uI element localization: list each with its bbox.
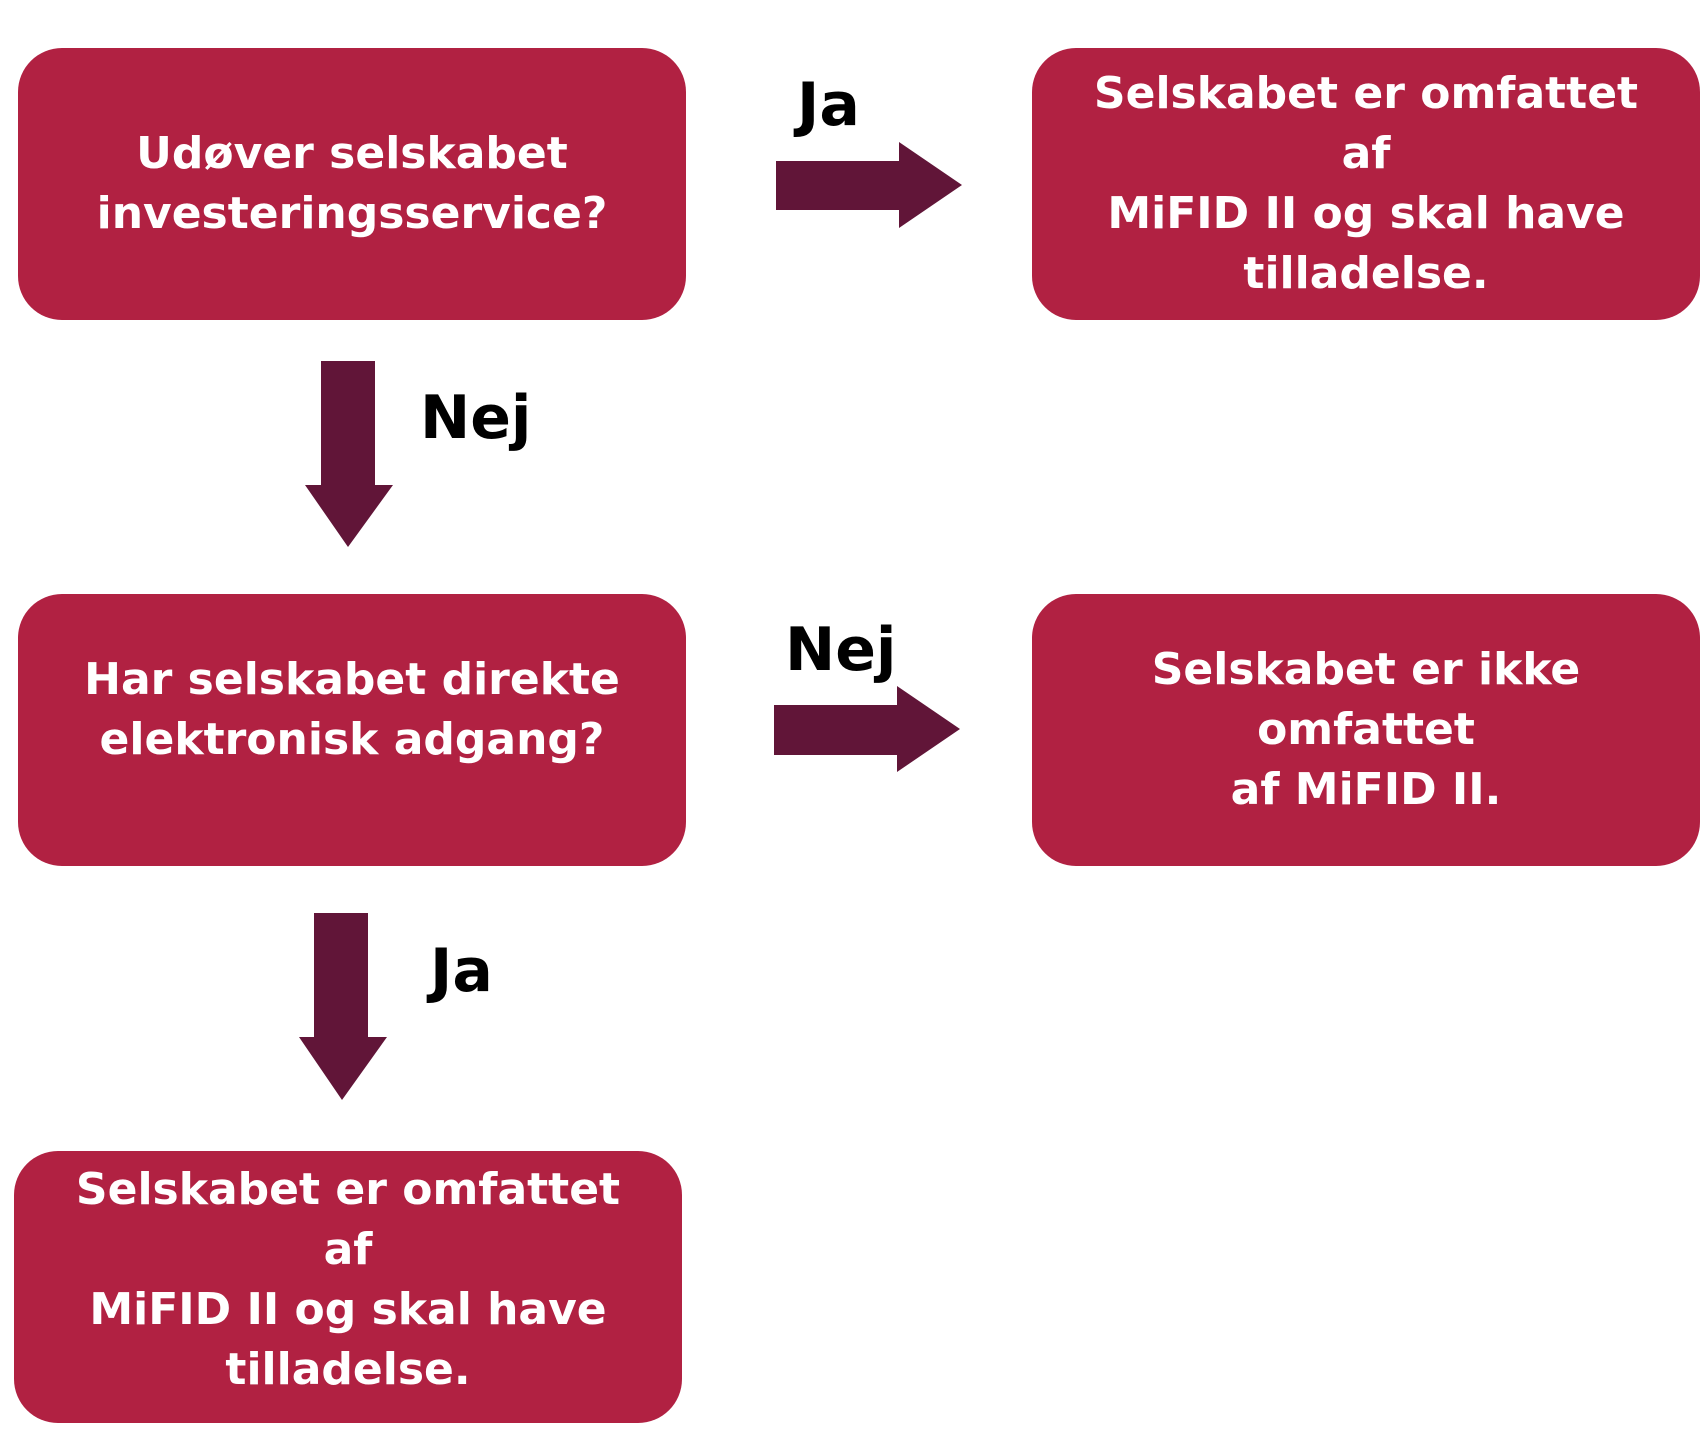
- result-2-line-2: af MiFID II.: [1230, 764, 1502, 815]
- result-1-line-1: Selskabet er omfattet af: [1093, 68, 1639, 179]
- edge-label-q1-q2: Nej: [420, 383, 532, 453]
- result-1-text: Selskabet er omfattet af MiFID II og ska…: [1062, 64, 1670, 304]
- result-2-line-1: Selskabet er ikke omfattet: [1151, 644, 1581, 755]
- question-2-box: Har selskabet direkte elektronisk adgang…: [18, 594, 686, 866]
- result-2-box: Selskabet er ikke omfattet af MiFID II.: [1032, 594, 1700, 866]
- question-2-line-2: elektronisk adgang?: [99, 714, 605, 765]
- arrow-right-q1-r1: [776, 142, 962, 228]
- arrow-right-q2-r2: [774, 686, 960, 772]
- edge-label-q2-r2: Nej: [785, 615, 897, 685]
- result-2-text: Selskabet er ikke omfattet af MiFID II.: [1062, 640, 1670, 820]
- question-1-text: Udøver selskabet investeringsservice?: [97, 124, 608, 244]
- edge-label-q1-r1: Ja: [797, 70, 860, 140]
- result-3-line-1: Selskabet er omfattet af: [75, 1164, 621, 1275]
- result-3-box: Selskabet er omfattet af MiFID II og ska…: [14, 1151, 682, 1423]
- question-2-text: Har selskabet direkte elektronisk adgang…: [84, 654, 620, 770]
- result-1-box: Selskabet er omfattet af MiFID II og ska…: [1032, 48, 1700, 320]
- result-1-line-3: tilladelse.: [1243, 248, 1489, 299]
- arrow-down-q1-q2: [305, 361, 393, 547]
- edge-label-q2-r3: Ja: [430, 936, 493, 1006]
- result-1-line-2: MiFID II og skal have: [1107, 188, 1625, 239]
- arrow-down-q2-r3: [299, 913, 387, 1100]
- question-1-line-2: investeringsservice?: [96, 188, 608, 239]
- question-2-line-1: Har selskabet direkte: [84, 654, 620, 705]
- question-1-line-1: Udøver selskabet: [136, 128, 568, 179]
- result-3-line-3: tilladelse.: [225, 1344, 471, 1395]
- question-1-box: Udøver selskabet investeringsservice?: [18, 48, 686, 320]
- result-3-text: Selskabet er omfattet af MiFID II og ska…: [44, 1160, 652, 1400]
- result-3-line-2: MiFID II og skal have: [89, 1284, 607, 1335]
